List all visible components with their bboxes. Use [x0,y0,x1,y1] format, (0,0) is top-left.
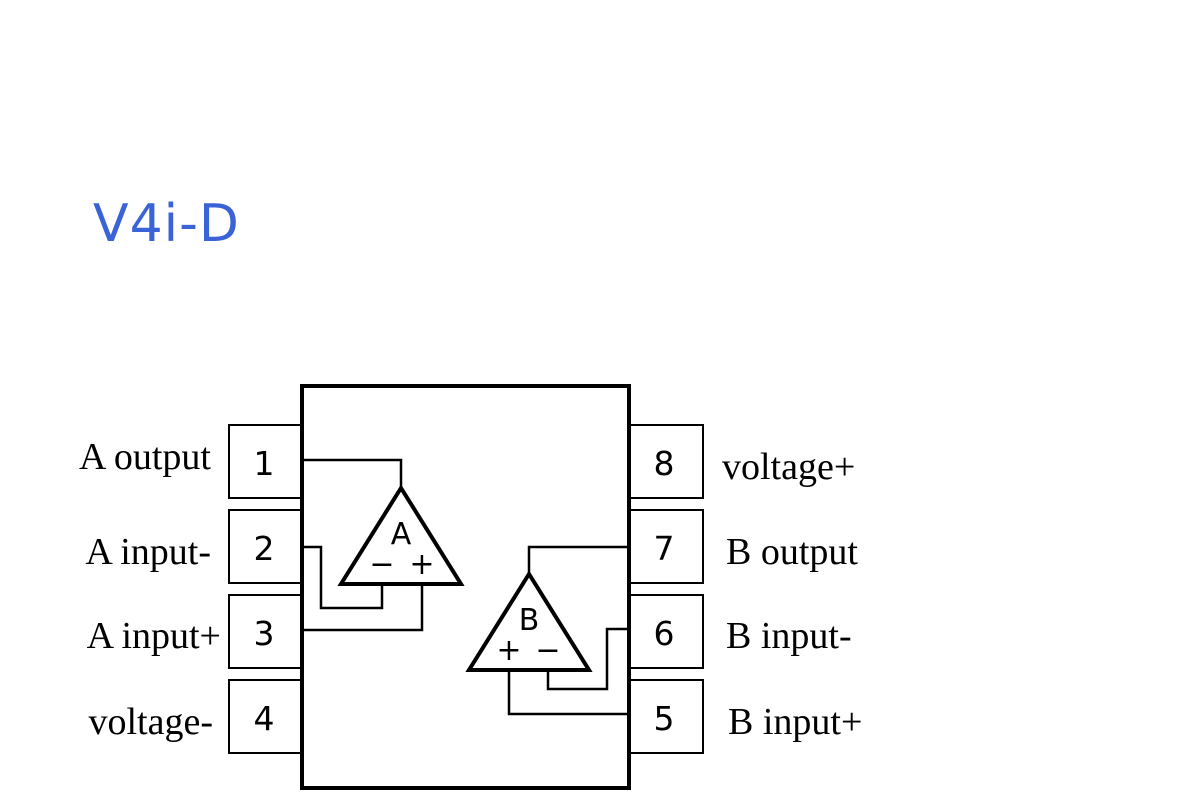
chip-body [300,384,631,790]
pin-label-2: A input- [85,531,211,573]
amplifier-b-left-sign: + [496,633,521,668]
pin-box-4 [228,679,304,754]
wire-b-inverting [546,627,629,691]
pin-label-6: B input- [726,615,852,657]
pin-number-7: 7 [654,529,675,568]
wire-a-output [303,458,403,488]
pin-label-3: A input+ [87,615,221,657]
pin-number-6: 6 [654,614,675,653]
amplifier-a-label: A [391,517,412,552]
pin-number-8: 8 [654,444,675,483]
pin-number-1: 1 [254,444,275,483]
wire-b-output [527,545,629,574]
pin-number-5: 5 [654,699,675,738]
amplifier-b-triangle [465,570,593,672]
pin-box-6 [628,594,704,669]
pin-number-2: 2 [254,529,275,568]
pin-label-4: voltage- [88,701,213,743]
pin-box-2 [228,509,304,584]
pin-label-7: B output [726,531,858,573]
pin-number-3: 3 [254,614,275,653]
amplifier-b-right-sign: − [535,633,560,668]
pin-label-5: B input+ [728,701,862,743]
amplifier-a-right-sign: + [409,547,434,582]
amplifier-b-label: B [519,603,540,638]
wire-a-noninverting [303,584,424,632]
pin-box-7 [628,509,704,584]
wire-a-inverting [303,545,384,610]
wire-b-noninverting [507,670,629,716]
amplifier-a-left-sign: − [369,547,394,582]
pin-box-3 [228,594,304,669]
pin-label-1: A output [79,436,211,478]
pin-box-1 [228,424,304,499]
chip-title: V4i-D [93,194,240,254]
amplifier-a-triangle [337,484,465,586]
pin-box-8 [628,424,704,499]
pin-number-4: 4 [254,699,275,738]
pin-label-8: voltage+ [722,446,855,488]
